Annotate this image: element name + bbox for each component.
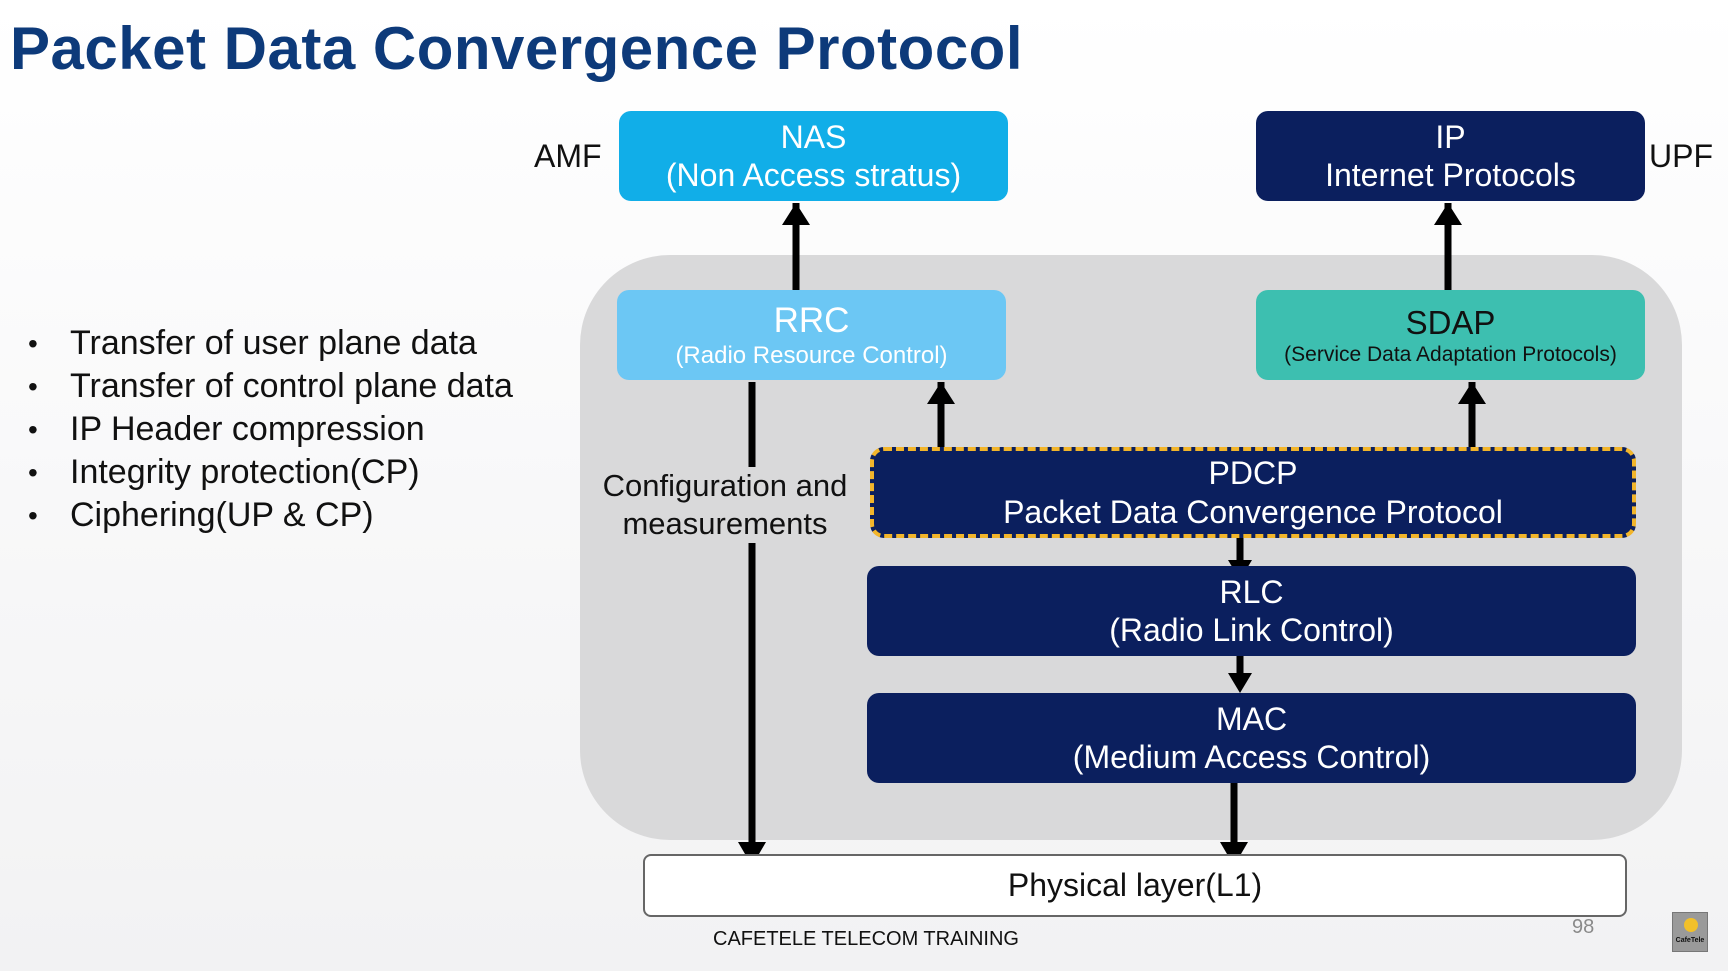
logo-text: CafeTele <box>1675 937 1705 944</box>
ip-subtitle: Internet Protocols <box>1325 157 1576 193</box>
rrc-title: RRC <box>773 300 850 340</box>
configuration-line: Configuration and <box>602 468 848 503</box>
page-number: 98 <box>1572 916 1595 938</box>
upf-label: UPF <box>1649 138 1713 174</box>
pdcp-title: PDCP <box>1208 455 1298 492</box>
amf-label: AMF <box>534 138 602 174</box>
feature-item: Transfer of control plane data <box>28 365 513 408</box>
feature-item: Integrity protection(CP) <box>28 451 513 494</box>
configuration-line: measurements <box>622 506 828 541</box>
feature-item: IP Header compression <box>28 408 513 451</box>
feature-item: Ciphering(UP & CP) <box>28 494 513 537</box>
slide-title: Packet Data Convergence Protocol <box>10 15 1024 82</box>
cafetele-logo: CafeTele <box>1672 912 1708 952</box>
rlc-title: RLC <box>1219 573 1284 610</box>
mac-title: MAC <box>1215 700 1288 737</box>
rrc-subtitle: (Radio Resource Control) <box>675 341 948 369</box>
ip-title: IP <box>1435 118 1466 155</box>
nas-title: NAS <box>780 118 847 155</box>
sdap-title: SDAP <box>1405 303 1496 341</box>
footer-text: CAFETELE TELECOM TRAINING <box>713 928 1019 950</box>
rlc-subtitle: (Radio Link Control) <box>1109 612 1394 648</box>
rrc-box: RRC (Radio Resource Control) <box>617 290 1006 380</box>
ip-box: IP Internet Protocols <box>1256 111 1645 201</box>
sdap-subtitle: (Service Data Adaptation Protocols) <box>1284 343 1617 367</box>
sun-icon <box>1684 918 1698 932</box>
physical-layer-title: Physical layer(L1) <box>1007 867 1263 904</box>
nas-box: NAS (Non Access stratus) <box>619 111 1008 201</box>
mac-box: MAC (Medium Access Control) <box>867 693 1636 783</box>
pdcp-subtitle: Packet Data Convergence Protocol <box>1003 493 1503 530</box>
configuration-label: Configuration and measurements <box>593 467 857 543</box>
sdap-box: SDAP (Service Data Adaptation Protocols) <box>1256 290 1645 380</box>
mac-subtitle: (Medium Access Control) <box>1072 739 1431 775</box>
rlc-box: RLC (Radio Link Control) <box>867 566 1636 656</box>
nas-subtitle: (Non Access stratus) <box>665 157 962 193</box>
pdcp-box: PDCP Packet Data Convergence Protocol <box>870 447 1636 538</box>
physical-layer-box: Physical layer(L1) <box>643 854 1627 917</box>
feature-list: Transfer of user plane data Transfer of … <box>28 322 513 537</box>
feature-item: Transfer of user plane data <box>28 322 513 365</box>
